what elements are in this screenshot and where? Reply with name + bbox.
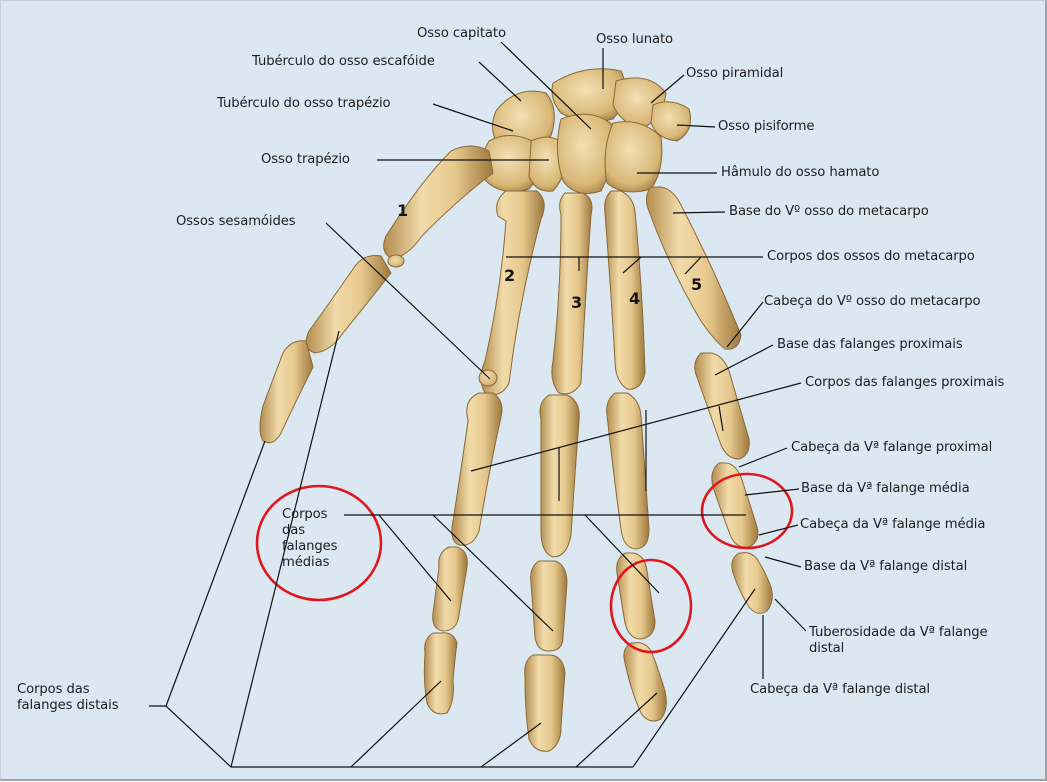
carpal-hamate xyxy=(605,122,662,192)
middle-phalanx-4 xyxy=(617,553,655,639)
label-ossos-sesamoides: Ossos sesamóides xyxy=(176,214,296,230)
label-tuberculo-escafoide: Tubérculo do osso escafóide xyxy=(252,54,435,70)
finger-number-4: 4 xyxy=(629,289,640,308)
distal-phalanx-3 xyxy=(525,655,565,751)
sesamoid-bone-2 xyxy=(479,370,497,386)
label-osso-lunato: Osso lunato xyxy=(596,32,673,48)
proximal-phalanx-5 xyxy=(695,353,750,459)
label-osso-piramidal: Osso piramidal xyxy=(686,66,783,82)
finger-number-5: 5 xyxy=(691,275,702,294)
label-corpos-metacarpo: Corpos dos ossos do metacarpo xyxy=(767,249,975,265)
label-base-v-metacarpo: Base do Vº osso do metacarpo xyxy=(729,204,929,220)
label-tuberculo-trapezio: Tubérculo do osso trapézio xyxy=(217,96,390,112)
label-corpos-falanges-distais: Corpos das falanges distais xyxy=(17,682,127,714)
sesamoid-bone-1 xyxy=(388,255,404,267)
label-tuberosidade-v-falange-distal: Tuberosidade da Vª falange distal xyxy=(809,625,1024,657)
label-osso-capitato: Osso capitato xyxy=(417,26,506,42)
label-osso-pisiforme: Osso pisiforme xyxy=(718,119,814,135)
metacarpal-2 xyxy=(481,191,544,395)
distal-phalanx-4 xyxy=(624,643,666,721)
middle-phalanx-3 xyxy=(531,561,567,651)
distal-phalanx-2 xyxy=(424,633,457,714)
label-base-v-falange-media: Base da Vª falange média xyxy=(801,481,970,497)
metacarpal-5 xyxy=(646,187,741,349)
bones xyxy=(260,69,772,752)
proximal-phalanx-3 xyxy=(540,395,579,557)
finger-number-1: 1 xyxy=(397,201,408,220)
finger-number-2: 2 xyxy=(504,266,515,285)
middle-phalanx-2 xyxy=(433,547,468,631)
distal-phalanx-5 xyxy=(732,553,772,614)
label-corpos-falanges-medias: Corpos das falanges médias xyxy=(282,507,346,571)
thumb-distal-phalanx xyxy=(260,341,313,443)
label-cabeca-v-metacarpo: Cabeça do Vº osso do metacarpo xyxy=(764,294,980,310)
label-base-falanges-proximais: Base das falanges proximais xyxy=(777,337,963,353)
thumb-proximal-phalanx xyxy=(306,256,391,353)
label-cabeca-v-falange-media: Cabeça da Vª falange média xyxy=(800,517,985,533)
label-corpos-falanges-proximais: Corpos das falanges proximais xyxy=(805,375,1004,391)
label-cabeca-v-falange-proximal: Cabeça da Vª falange proximal xyxy=(791,440,992,456)
label-cabeca-v-falange-distal: Cabeça da Vª falange distal xyxy=(750,682,930,698)
finger-number-3: 3 xyxy=(571,293,582,312)
proximal-phalanx-4 xyxy=(607,393,649,549)
label-osso-trapezio: Osso trapézio xyxy=(261,152,350,168)
label-hamulo-hamato: Hâmulo do osso hamato xyxy=(721,165,879,181)
label-base-v-falange-distal: Base da Vª falange distal xyxy=(804,559,967,575)
